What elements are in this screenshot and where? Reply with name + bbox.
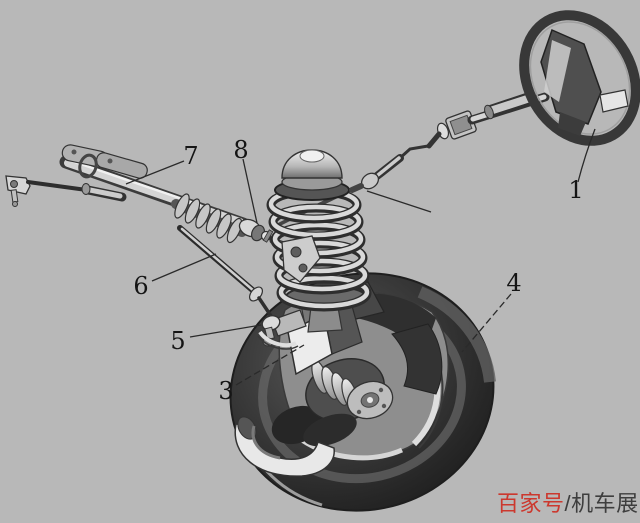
leader-lines: [125, 128, 596, 386]
watermark: 百家号/机车展: [497, 486, 639, 518]
leader-8: [242, 158, 258, 224]
callout-6: 6: [133, 272, 149, 300]
callout-8: 8: [233, 136, 249, 164]
watermark-channel: 机车展: [571, 491, 639, 516]
steering-arm-plate: [281, 235, 321, 283]
universal-joint: [426, 110, 477, 149]
watermark-separator: /: [564, 491, 572, 516]
steering-column-and-wheel: [349, 10, 640, 193]
tie-rod-assembly: [177, 225, 307, 350]
callout-3: 3: [218, 377, 234, 405]
callout-4: 4: [506, 269, 522, 297]
leader-5: [189, 324, 262, 338]
leader-4: [461, 293, 512, 353]
leader-1: [577, 128, 596, 183]
leader-3: [235, 344, 305, 386]
rack-and-pinion-gear: [5, 144, 305, 253]
cut-rim-section: [234, 416, 335, 477]
steering-wheel: [519, 10, 640, 146]
watermark-brand: 百家号: [497, 491, 565, 516]
leader-unlabeled: [366, 190, 432, 213]
leader-7: [125, 160, 185, 185]
leader-6: [151, 253, 217, 282]
rack-bellows-boot: [171, 193, 247, 244]
left-tie-rod-end: [5, 175, 31, 207]
strut-top-mount: [274, 149, 350, 201]
tie-rod-end-ball-joint: [257, 309, 307, 350]
callout-7: 7: [183, 142, 199, 170]
callout-1: 1: [568, 176, 584, 204]
callout-5: 5: [170, 327, 186, 355]
gear-mounting-bracket: [61, 144, 148, 179]
